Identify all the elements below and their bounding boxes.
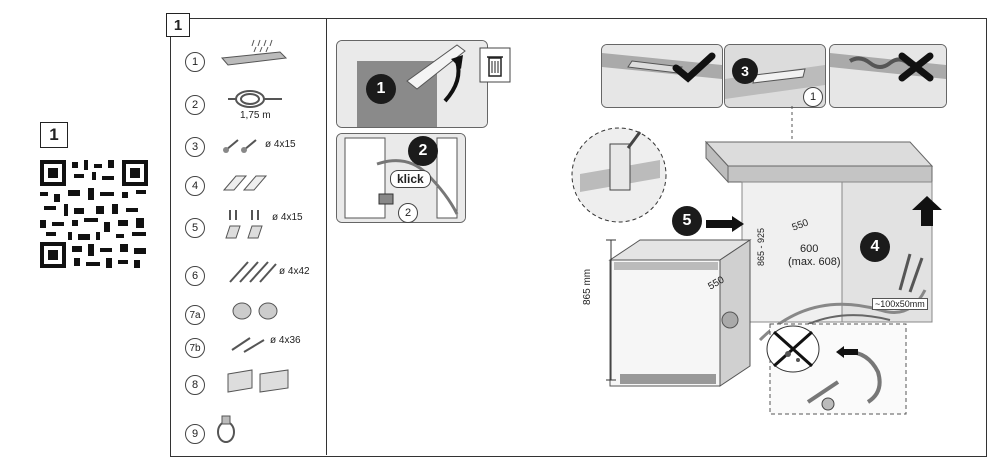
part-number-5: 5 (185, 218, 205, 238)
no-leak-warning-icon (766, 325, 820, 373)
short-screws-icon (231, 337, 265, 353)
short-screw-size-label: ø 4x36 (270, 335, 301, 346)
left-arrow-icon (836, 346, 858, 358)
qr-code-image (38, 158, 150, 270)
part-number-7b: 7b (185, 338, 205, 358)
step-1-illustration (337, 41, 487, 127)
hole-size-label: ~100x50mm (872, 298, 928, 310)
niche-depth-label: 600 (800, 243, 819, 255)
step-4-marker: 4 (860, 232, 890, 262)
screws-icon (223, 139, 257, 153)
figure-label: 1 (166, 13, 190, 37)
right-arrow-icon (706, 216, 744, 232)
bracket-detail-magnifier (571, 127, 667, 223)
up-arrow-icon (912, 196, 942, 226)
cable-length-label: 1,75 m (240, 110, 271, 121)
adhesive-pads-icon (222, 175, 268, 191)
screw-size-label: ø 4x15 (265, 139, 296, 150)
step-3-part-ref: 1 (803, 87, 823, 107)
cable-coil-icon (228, 90, 282, 108)
step-1-panel (336, 40, 488, 128)
hose-clamp-icon (217, 415, 235, 443)
bracket-screw-size-label: ø 4x15 (272, 212, 303, 223)
mounting-strip-icon (220, 39, 288, 66)
trash-bin-icon (479, 47, 511, 83)
dishwasher-illustration (608, 239, 752, 387)
long-screws-icon (229, 261, 277, 283)
part-number-2: 2 (185, 95, 205, 115)
step-3-marker: 3 (732, 58, 758, 84)
brackets-icon (225, 210, 263, 239)
part-number-4: 4 (185, 176, 205, 196)
correct-mounting-panel (601, 44, 723, 108)
part-number-7a: 7a (185, 305, 205, 325)
parts-divider (326, 18, 327, 455)
part-number-8: 8 (185, 375, 205, 395)
height-dimension-line (606, 239, 616, 381)
side-panels-icon (227, 369, 289, 393)
height-865mm-label: 865 mm (582, 268, 593, 305)
checkmark-icon (672, 52, 716, 83)
instruction-frame (170, 18, 987, 457)
step-5-marker: 5 (672, 206, 702, 236)
step-2-part-ref: 2 (398, 203, 418, 223)
caps-icon (232, 302, 278, 320)
step-2-marker: 2 (408, 136, 438, 166)
part-number-6: 6 (185, 266, 205, 286)
part-number-9: 9 (185, 424, 205, 444)
qr-figure-label: 1 (40, 122, 68, 148)
klick-label: klick (390, 170, 431, 188)
part-number-1: 1 (185, 52, 205, 72)
step-1-marker: 1 (366, 74, 396, 104)
niche-depth-max-label: (max. 608) (788, 256, 841, 268)
part-number-3: 3 (185, 137, 205, 157)
cross-icon (898, 52, 934, 82)
long-screw-size-label: ø 4x42 (279, 266, 310, 277)
